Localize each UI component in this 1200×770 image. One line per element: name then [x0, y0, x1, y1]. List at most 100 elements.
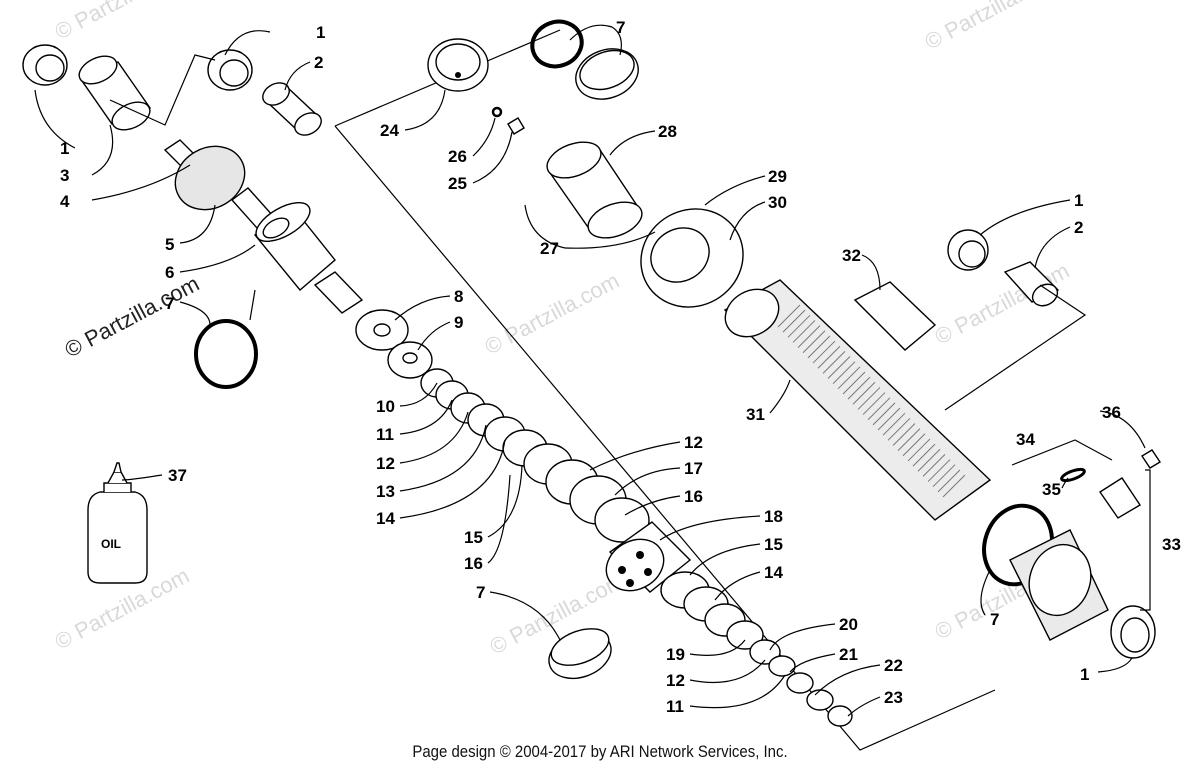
small-o-ring-part26: [491, 106, 503, 118]
callout-31: 31: [746, 405, 765, 424]
adjuster-part33: [1099, 477, 1141, 519]
spring-rib: [802, 330, 826, 354]
callout-1: 1: [316, 23, 325, 42]
spring-rib: [817, 345, 841, 369]
callout-3: 3: [60, 166, 69, 185]
screw-part36: [1141, 449, 1161, 469]
spring-rib: [937, 469, 961, 493]
callout-13: 13: [376, 482, 395, 501]
callout-7: 7: [990, 610, 999, 629]
o-ring-part7-top: [530, 19, 584, 69]
callout-37: 37: [168, 466, 187, 485]
callout-34: 34: [1016, 430, 1035, 449]
watermark: © Partzilla.com: [921, 0, 1064, 54]
spring-rib: [792, 320, 816, 343]
spring-rib: [852, 381, 876, 405]
callout-30: 30: [768, 193, 787, 212]
right-bushing: [947, 229, 989, 271]
callout-29: 29: [768, 167, 787, 186]
spring-collar-part29: [640, 208, 744, 308]
spring-rib: [837, 366, 861, 390]
callout-12: 12: [376, 454, 395, 473]
spring-rib: [912, 443, 936, 467]
callout-20: 20: [839, 615, 858, 634]
callout-14: 14: [764, 563, 783, 582]
callout-2: 2: [314, 53, 323, 72]
spring-rib: [827, 356, 851, 379]
bracket-part33: [1140, 469, 1151, 611]
callout-7: 7: [165, 294, 174, 313]
callout-12: 12: [684, 433, 703, 452]
spring-rib: [867, 397, 891, 421]
o-ring-part7-left: [194, 319, 258, 389]
spring-rib: [872, 402, 896, 426]
callout-32: 32: [842, 246, 861, 265]
callout-21: 21: [839, 645, 858, 664]
spring-rib: [932, 464, 956, 488]
spring-rib: [887, 417, 911, 441]
spring-rib: [907, 438, 931, 462]
wear-band-part7: [548, 628, 612, 680]
callout-6: 6: [165, 263, 174, 282]
spring-rib: [812, 340, 836, 364]
spring-rib: [822, 351, 846, 374]
spring-rib: [877, 407, 901, 431]
seal-part7-top: [575, 48, 639, 100]
bracket-part34: [1011, 439, 1113, 466]
spring-rib: [927, 459, 951, 482]
callout-15: 15: [464, 528, 483, 547]
callout-2: 2: [1074, 218, 1083, 237]
spring-rib: [797, 325, 821, 348]
watermark: © Partzilla.com: [51, 0, 194, 44]
callout-18: 18: [764, 507, 783, 526]
callout-15: 15: [764, 535, 783, 554]
callout-7: 7: [616, 18, 625, 37]
reservoir-cap-part24: [427, 38, 489, 92]
spring-rib: [832, 361, 856, 385]
o-ring-part35: [1060, 467, 1086, 483]
callout-23: 23: [884, 688, 903, 707]
spring-cover-part31: [723, 279, 992, 521]
spring-rib: [847, 376, 871, 400]
callout-17: 17: [684, 459, 703, 478]
callout-33: 33: [1162, 535, 1181, 554]
callout-9: 9: [454, 313, 463, 332]
callout-16: 16: [464, 554, 483, 573]
spring-rib: [902, 433, 926, 457]
callout-16: 16: [684, 487, 703, 506]
spring-rib: [862, 392, 886, 415]
shim-stack: [355, 309, 650, 543]
spring-rib: [842, 371, 866, 395]
spring-rib: [782, 309, 806, 333]
spring-rib: [882, 412, 906, 436]
callout-19: 19: [666, 645, 685, 664]
callout-11: 11: [666, 697, 684, 716]
callout-8: 8: [454, 287, 463, 306]
callout-labels: 1 2 1 3 4 5 6 7 8 9 10 11 12 13 14 15 16…: [60, 18, 1181, 716]
footer-copyright: Page design © 2004-2017 by ARI Network S…: [412, 742, 788, 761]
callout-11: 11: [376, 425, 394, 444]
callout-36: 36: [1102, 403, 1121, 422]
callout-1: 1: [60, 139, 69, 158]
upper-bushing-left: [22, 44, 68, 86]
upper-spacer-part2: [262, 82, 322, 136]
spring-rib: [807, 335, 831, 359]
callout-26: 26: [448, 147, 467, 166]
callout-1: 1: [1080, 665, 1089, 684]
spring-rib: [922, 454, 946, 477]
oil-bottle-part37: OIL: [87, 462, 148, 584]
valve-part25: [507, 117, 525, 135]
callout-22: 22: [884, 656, 903, 675]
upper-sleeve-part3: [78, 55, 152, 131]
watermark: © Partzilla.com: [931, 258, 1074, 350]
callout-24: 24: [380, 121, 399, 140]
guard-part32: [853, 281, 937, 351]
spacer-ring-part27: [546, 141, 643, 239]
watermark-dark: © Partzilla.com: [61, 271, 204, 363]
callout-7: 7: [476, 583, 485, 602]
callout-5: 5: [165, 235, 174, 254]
spring-rib: [917, 448, 941, 472]
callout-25: 25: [448, 174, 467, 193]
right-spacer-part2: [1003, 261, 1060, 307]
